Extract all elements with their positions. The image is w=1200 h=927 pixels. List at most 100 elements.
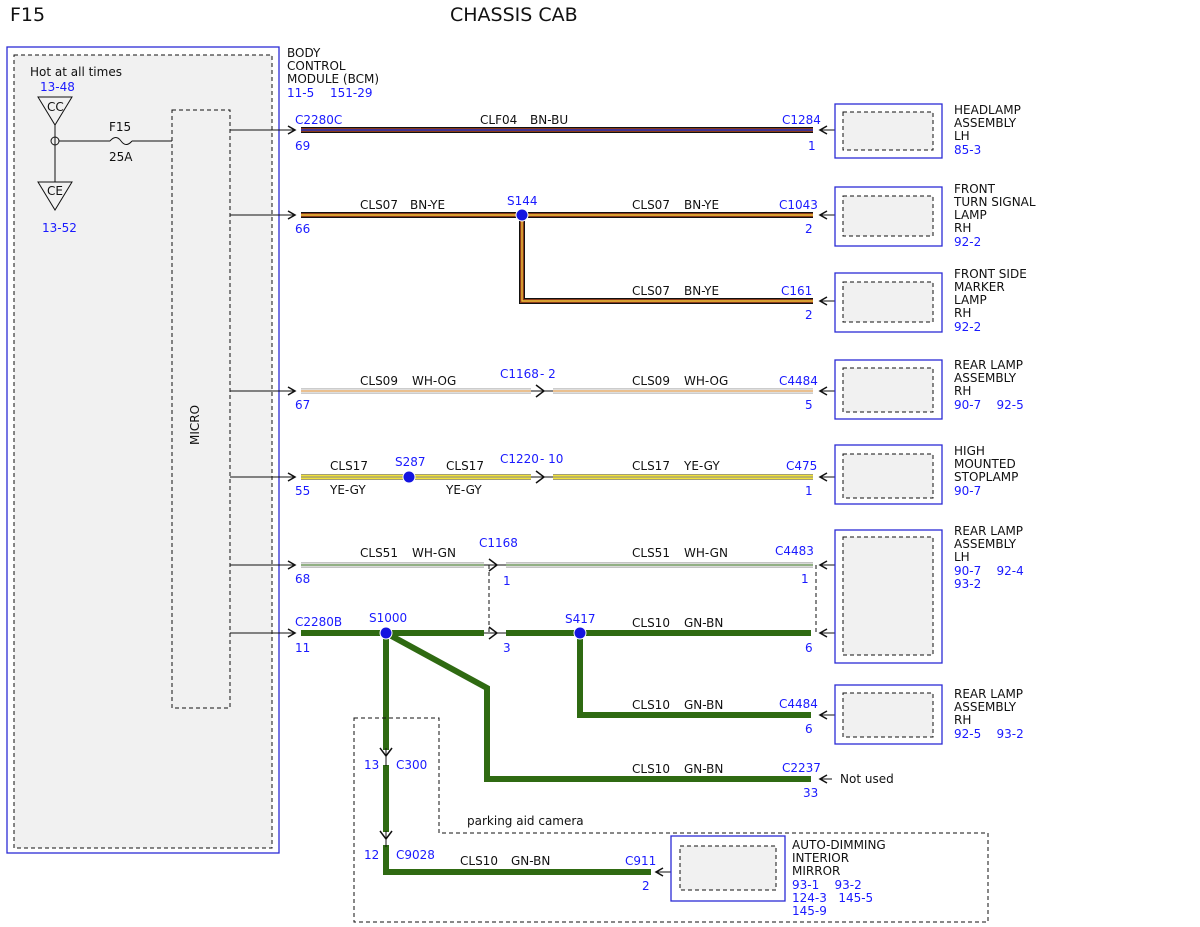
- front-turn-line1: FRONT: [954, 182, 996, 196]
- color-gn-bn-d: GN-BN: [511, 854, 550, 868]
- cc-label: CC: [47, 100, 64, 114]
- mirror-refs-1: 93-1 93-2: [792, 878, 862, 892]
- rear-rh-b-line2: ASSEMBLY: [954, 700, 1017, 714]
- mirror-line2: INTERIOR: [792, 851, 849, 865]
- conn-c161: C161: [781, 284, 812, 298]
- mirror-line1: AUTO-DIMMING: [792, 838, 886, 852]
- color-gn-bn-c: GN-BN: [684, 762, 723, 776]
- component-rear-lamp-rh-a: [834, 359, 943, 420]
- color-gn-bn-b: GN-BN: [684, 698, 723, 712]
- parking-aid-camera-label: parking aid camera: [467, 814, 584, 828]
- mirror-line3: MIRROR: [792, 864, 840, 878]
- component-front-turn-rh: [834, 186, 943, 247]
- pin-c1043: 2: [805, 222, 813, 236]
- micro-label: MICRO: [188, 405, 202, 445]
- inline-ground-pin: 3: [503, 641, 511, 655]
- mirror-refs-2: 124-3 145-5: [792, 891, 873, 905]
- circuit-cls07-c: CLS07: [632, 284, 670, 298]
- splice-s417-icon: [573, 626, 587, 640]
- circuit-cls17-b: CLS17: [446, 459, 484, 473]
- pin-c2237: 33: [803, 786, 818, 800]
- side-marker-line3: LAMP: [954, 293, 987, 307]
- ce-label: CE: [47, 184, 63, 198]
- pin-55: 55: [295, 484, 310, 498]
- front-turn-line3: LAMP: [954, 208, 987, 222]
- page-code: F15: [10, 4, 45, 26]
- component-rear-lamp-lh: [834, 529, 943, 664]
- color-wh-gn-b: WH-GN: [684, 546, 728, 560]
- component-rear-lamp-rh-b: [834, 684, 943, 745]
- bcm-label-1: BODY: [287, 46, 321, 60]
- inline-c1168-b: C1168: [479, 536, 518, 550]
- circuit-cls51-b: CLS51: [632, 546, 670, 560]
- circuit-cls51-a: CLS51: [360, 546, 398, 560]
- mirror-refs-3: 145-9: [792, 904, 827, 918]
- c9028-label: C9028: [396, 848, 435, 862]
- inline-c1220: C1220: [500, 452, 539, 466]
- conn-c4483: C4483: [775, 544, 814, 558]
- inline-c1220-pin: - 10: [540, 452, 563, 466]
- conn-c1284: C1284: [782, 113, 821, 127]
- cc-triangle-icon: [37, 96, 73, 126]
- color-wh-og-a: WH-OG: [412, 374, 456, 388]
- color-wh-gn-a: WH-GN: [412, 546, 456, 560]
- circuit-cls17-c: CLS17: [632, 459, 670, 473]
- color-bn-ye-c: BN-YE: [684, 284, 719, 298]
- pin-c4484-a: 5: [805, 398, 813, 412]
- circuit-cls09-b: CLS09: [632, 374, 670, 388]
- splice-s144: S144: [507, 194, 538, 208]
- pin-11: 11: [295, 641, 310, 655]
- inline-c1168-a: C1168: [500, 367, 539, 381]
- bcm-inner-box: [13, 54, 273, 849]
- inline-c1168-b-pin: 1: [503, 574, 511, 588]
- rear-lh-refs-2: 93-2: [954, 577, 981, 591]
- side-marker-line2: MARKER: [954, 280, 1005, 294]
- circuit-cls07-a: CLS07: [360, 198, 398, 212]
- stoplamp-line3: STOPLAMP: [954, 470, 1018, 484]
- circuit-cls10-c: CLS10: [632, 762, 670, 776]
- fuse-name: F15: [109, 120, 131, 134]
- rear-lh-line3: LH: [954, 550, 970, 564]
- color-ye-gy-c: YE-GY: [683, 459, 720, 473]
- pin-c1284: 1: [808, 139, 816, 153]
- splice-s287: S287: [395, 455, 426, 469]
- headlamp-lh-refs: 85-3: [954, 143, 981, 157]
- pin-69: 69: [295, 139, 310, 153]
- ce-triangle-icon: [37, 181, 73, 211]
- conn-c2280c: C2280C: [295, 113, 342, 127]
- color-bn-ye-a: BN-YE: [410, 198, 445, 212]
- rear-rh-b-refs: 92-5 93-2: [954, 727, 1024, 741]
- headlamp-lh-line1: HEADLAMP: [954, 103, 1021, 117]
- pin-c4483: 1: [801, 572, 809, 586]
- circuit-cls10-d: CLS10: [460, 854, 498, 868]
- side-marker-line1: FRONT SIDE: [954, 267, 1027, 281]
- pin-c161: 2: [805, 308, 813, 322]
- not-used-label: Not used: [840, 772, 894, 786]
- bcm-outer-box: [6, 46, 280, 854]
- headlamp-lh-line2: ASSEMBLY: [954, 116, 1017, 130]
- component-headlamp-lh: [834, 103, 943, 159]
- circuit-cls17-a: CLS17: [330, 459, 368, 473]
- color-bn-bu: BN-BU: [530, 113, 568, 127]
- c300-label: C300: [396, 758, 427, 772]
- color-wh-og-b: WH-OG: [684, 374, 728, 388]
- pin-67: 67: [295, 398, 310, 412]
- hot-at-all-times-label: Hot at all times: [30, 65, 122, 79]
- circuit-cls09-a: CLS09: [360, 374, 398, 388]
- headlamp-lh-line3: LH: [954, 129, 970, 143]
- front-turn-refs: 92-2: [954, 235, 981, 249]
- color-ye-gy-b: YE-GY: [445, 483, 482, 497]
- pin-c4483-ground: 6: [805, 641, 813, 655]
- splice-s1000-icon: [379, 626, 393, 640]
- pin-c475: 1: [805, 484, 813, 498]
- component-side-marker-rh: [834, 272, 943, 333]
- stoplamp-line1: HIGH: [954, 444, 985, 458]
- rear-rh-a-line3: RH: [954, 384, 971, 398]
- bcm-ref-1: 11-5: [287, 86, 314, 100]
- circuit-cls10-a: CLS10: [632, 616, 670, 630]
- rear-rh-a-line1: REAR LAMP: [954, 358, 1023, 372]
- color-gn-bn-a: GN-BN: [684, 616, 723, 630]
- rear-lh-line1: REAR LAMP: [954, 524, 1023, 538]
- conn-c2237: C2237: [782, 761, 821, 775]
